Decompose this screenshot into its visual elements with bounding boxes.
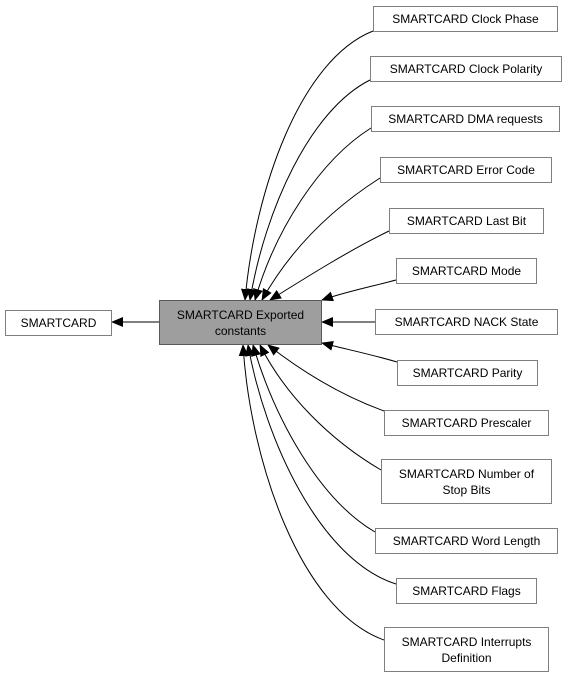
parent-node-smartcard[interactable]: SMARTCARD	[5, 310, 112, 336]
child-node-label: SMARTCARD Parity	[412, 366, 523, 380]
child-node-dma-requests[interactable]: SMARTCARD DMA requests	[371, 106, 560, 132]
child-node-label: SMARTCARD Error Code	[397, 163, 535, 177]
child-node-word-length[interactable]: SMARTCARD Word Length	[375, 528, 558, 554]
edge-stop-bits	[259, 344, 382, 471]
child-node-label: SMARTCARD Word Length	[392, 534, 541, 548]
child-node-label: SMARTCARD Clock Polarity	[389, 62, 543, 76]
edge-interrupts	[238, 344, 385, 641]
edge-mode	[321, 279, 397, 302]
child-node-label: SMARTCARD Number of Stop Bits	[398, 466, 535, 497]
child-node-prescaler[interactable]: SMARTCARD Prescaler	[384, 410, 549, 436]
edge-error-code	[261, 177, 381, 301]
center-node-exported-constants[interactable]: SMARTCARD Exported constants	[159, 300, 322, 345]
child-node-clock-polarity[interactable]: SMARTCARD Clock Polarity	[370, 56, 562, 82]
edge-dma-requests	[253, 127, 372, 301]
child-node-label: SMARTCARD DMA requests	[388, 112, 543, 126]
child-node-interrupts-definition[interactable]: SMARTCARD Interrupts Definition	[384, 627, 549, 672]
edge-last-bit	[269, 230, 390, 301]
child-node-last-bit[interactable]: SMARTCARD Last Bit	[389, 208, 544, 234]
child-node-number-of-stop-bits[interactable]: SMARTCARD Number of Stop Bits	[381, 459, 552, 504]
child-node-nack-state[interactable]: SMARTCARD NACK State	[375, 309, 558, 335]
edge-parity	[321, 340, 398, 363]
child-node-parity[interactable]: SMARTCARD Parity	[397, 360, 538, 386]
edge-prescaler	[267, 344, 385, 412]
child-node-label: SMARTCARD Mode	[411, 264, 522, 278]
edge-clock-polarity	[246, 79, 371, 301]
edge-clock-phase	[241, 30, 374, 301]
child-node-label: SMARTCARD Clock Phase	[392, 12, 539, 26]
child-node-clock-phase[interactable]: SMARTCARD Clock Phase	[373, 6, 558, 32]
parent-node-label: SMARTCARD	[20, 316, 97, 330]
edge-word-length	[251, 344, 376, 533]
child-node-error-code[interactable]: SMARTCARD Error Code	[380, 157, 552, 183]
child-node-label: SMARTCARD Interrupts Definition	[401, 634, 532, 665]
child-node-label: SMARTCARD Flags	[412, 584, 521, 598]
child-node-label: SMARTCARD Prescaler	[401, 416, 532, 430]
child-node-flags[interactable]: SMARTCARD Flags	[396, 578, 537, 604]
child-node-label: SMARTCARD NACK State	[394, 315, 539, 329]
edge-flags	[245, 344, 397, 585]
center-node-label: SMARTCARD Exported constants	[176, 307, 305, 338]
child-node-mode[interactable]: SMARTCARD Mode	[396, 258, 537, 284]
child-node-label: SMARTCARD Last Bit	[406, 214, 527, 228]
